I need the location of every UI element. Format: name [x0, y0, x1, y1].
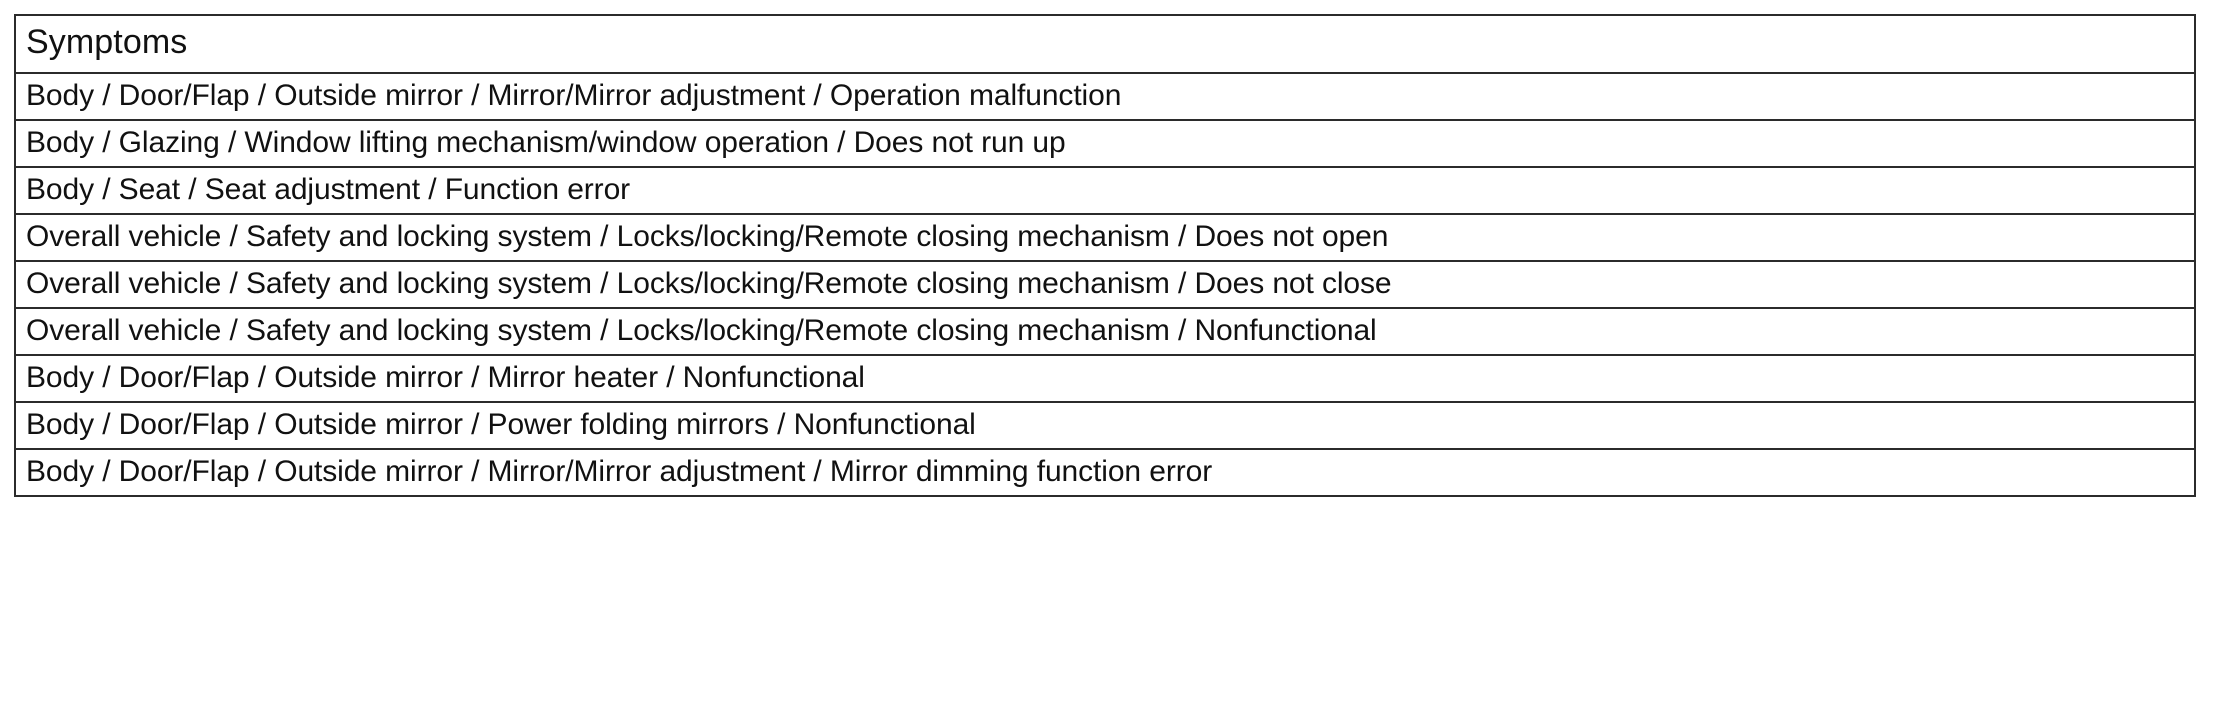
symptom-cell: Body / Seat / Seat adjustment / Function… [14, 166, 2196, 215]
symptom-cell: Overall vehicle / Safety and locking sys… [14, 213, 2196, 262]
table-row: Body / Door/Flap / Outside mirror / Mirr… [14, 72, 2196, 121]
symptom-text: Body / Door/Flap / Outside mirror / Powe… [26, 408, 976, 441]
symptom-text: Overall vehicle / Safety and locking sys… [26, 314, 1377, 347]
symptom-text: Body / Seat / Seat adjustment / Function… [26, 173, 631, 206]
table-row: Body / Door/Flap / Outside mirror / Powe… [14, 401, 2196, 450]
symptom-text: Body / Glazing / Window lifting mechanis… [26, 126, 1066, 159]
symptom-cell: Overall vehicle / Safety and locking sys… [14, 307, 2196, 356]
symptom-cell: Body / Glazing / Window lifting mechanis… [14, 119, 2196, 168]
symptom-cell: Body / Door/Flap / Outside mirror / Mirr… [14, 448, 2196, 497]
symptom-text: Body / Door/Flap / Outside mirror / Mirr… [26, 455, 1213, 488]
table-row: Overall vehicle / Safety and locking sys… [14, 213, 2196, 262]
column-header-symptoms-label: Symptoms [26, 22, 188, 61]
table-row: Overall vehicle / Safety and locking sys… [14, 307, 2196, 356]
table-row: Overall vehicle / Safety and locking sys… [14, 260, 2196, 309]
table-body: Body / Door/Flap / Outside mirror / Mirr… [14, 72, 2196, 497]
table-row: Body / Glazing / Window lifting mechanis… [14, 119, 2196, 168]
symptom-cell: Overall vehicle / Safety and locking sys… [14, 260, 2196, 309]
symptom-cell: Body / Door/Flap / Outside mirror / Mirr… [14, 72, 2196, 121]
symptoms-table: Symptoms Body / Door/Flap / Outside mirr… [14, 14, 2196, 497]
symptom-text: Overall vehicle / Safety and locking sys… [26, 220, 1389, 253]
symptom-cell: Body / Door/Flap / Outside mirror / Mirr… [14, 354, 2196, 403]
table-row: Body / Door/Flap / Outside mirror / Mirr… [14, 448, 2196, 497]
header-row: Symptoms [14, 14, 2196, 74]
symptom-cell: Body / Door/Flap / Outside mirror / Powe… [14, 401, 2196, 450]
symptom-text: Body / Door/Flap / Outside mirror / Mirr… [26, 361, 865, 394]
table-row: Body / Seat / Seat adjustment / Function… [14, 166, 2196, 215]
table-row: Body / Door/Flap / Outside mirror / Mirr… [14, 354, 2196, 403]
table-header: Symptoms [14, 14, 2196, 74]
symptom-text: Body / Door/Flap / Outside mirror / Mirr… [26, 79, 1122, 112]
column-header-symptoms: Symptoms [14, 14, 2196, 74]
symptom-text: Overall vehicle / Safety and locking sys… [26, 267, 1392, 300]
